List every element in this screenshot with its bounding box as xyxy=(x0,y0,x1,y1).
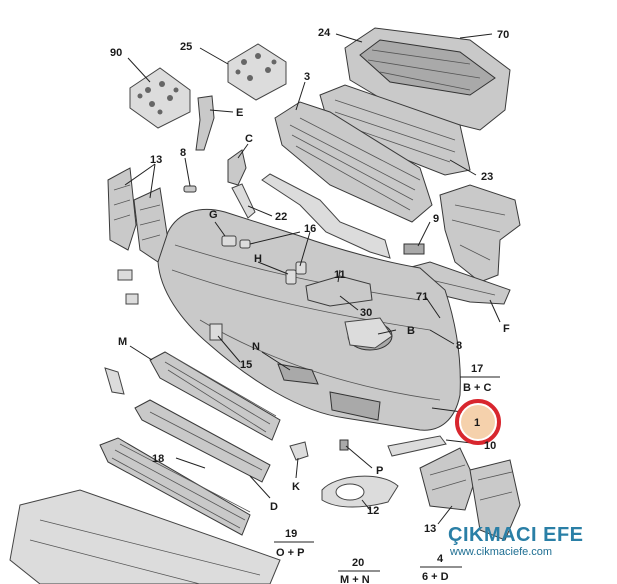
label-11: 11 xyxy=(334,269,346,281)
label-8-right: 8 xyxy=(456,340,462,352)
label-10: 10 xyxy=(484,440,496,452)
label-71: 71 xyxy=(416,291,428,303)
part-30-bracket xyxy=(305,275,373,307)
label-20-sub: M + N xyxy=(340,574,370,584)
part-9-right-bracket xyxy=(403,184,521,283)
label-B: B xyxy=(407,325,415,337)
part-E-bracket xyxy=(195,95,215,151)
label-19-sub: O + P xyxy=(276,547,304,559)
part-24-upper-crossmember xyxy=(344,27,511,131)
label-25: 25 xyxy=(180,41,192,53)
label-4: 4 xyxy=(437,553,444,565)
part-25-clip-pack xyxy=(227,43,287,101)
part-8-clip xyxy=(183,185,197,193)
label-E: E xyxy=(236,107,243,119)
label-16: 16 xyxy=(304,223,316,235)
watermark-title: ÇIKMACI EFE xyxy=(448,524,584,546)
label-G: G xyxy=(209,209,218,221)
label-22: 22 xyxy=(275,211,287,223)
part-G-clip xyxy=(221,235,237,247)
part-22-chrome-strip xyxy=(231,183,256,219)
label-18: 18 xyxy=(152,453,164,465)
label-1: 1 xyxy=(474,417,480,429)
label-8-top: 8 xyxy=(180,147,186,159)
part-13-left-brackets xyxy=(107,167,169,263)
part-D-grille xyxy=(99,437,251,536)
callout-labels: 90 25 24 70 3 E C 8 13 23 G 22 16 9 H 11… xyxy=(110,27,510,584)
label-17-sub: B + C xyxy=(463,382,491,394)
part-B-fog-bracket xyxy=(344,317,393,349)
label-K: K xyxy=(292,481,300,493)
label-15: 15 xyxy=(240,359,252,371)
highlight-ring-part-1 xyxy=(455,399,501,445)
label-N: N xyxy=(252,341,260,353)
label-4-sub: 6 + D xyxy=(422,571,449,583)
part-K-clip xyxy=(289,441,309,461)
part-P-clip xyxy=(339,439,349,451)
label-M: M xyxy=(118,336,127,348)
label-30: 30 xyxy=(360,307,372,319)
label-C: C xyxy=(245,133,253,145)
part-90-clip-pack xyxy=(129,67,191,129)
label-13-right: 13 xyxy=(424,523,436,535)
part-12-fog-bezel xyxy=(321,475,399,508)
part-3-grille xyxy=(274,101,433,223)
part-H-clip xyxy=(285,269,297,285)
part-left-clips xyxy=(104,269,139,395)
label-F: F xyxy=(503,323,510,335)
part-undertray xyxy=(9,489,281,584)
label-19: 19 xyxy=(285,528,297,540)
part-C-bracket xyxy=(227,149,247,186)
label-90: 90 xyxy=(110,47,122,59)
label-23: 23 xyxy=(481,171,493,183)
label-H: H xyxy=(254,253,262,265)
label-P: P xyxy=(376,465,383,477)
label-70: 70 xyxy=(497,29,509,41)
label-12: 12 xyxy=(367,505,379,517)
part-18-lower-trim xyxy=(134,399,271,483)
part-13-right-bracket xyxy=(419,447,521,541)
part-11-trim-strip xyxy=(261,173,391,259)
leader-lines xyxy=(124,33,501,525)
part-15-clip xyxy=(209,323,223,341)
watermark-url: www.cikmaciefe.com xyxy=(450,546,553,558)
label-24: 24 xyxy=(318,27,331,39)
label-17: 17 xyxy=(471,363,483,375)
part-M-lower-grille xyxy=(149,351,281,441)
label-9: 9 xyxy=(433,213,439,225)
label-3: 3 xyxy=(304,71,310,83)
label-D: D xyxy=(270,501,278,513)
label-20: 20 xyxy=(352,557,364,569)
label-13-left: 13 xyxy=(150,154,162,166)
part-10-trim xyxy=(387,435,447,457)
